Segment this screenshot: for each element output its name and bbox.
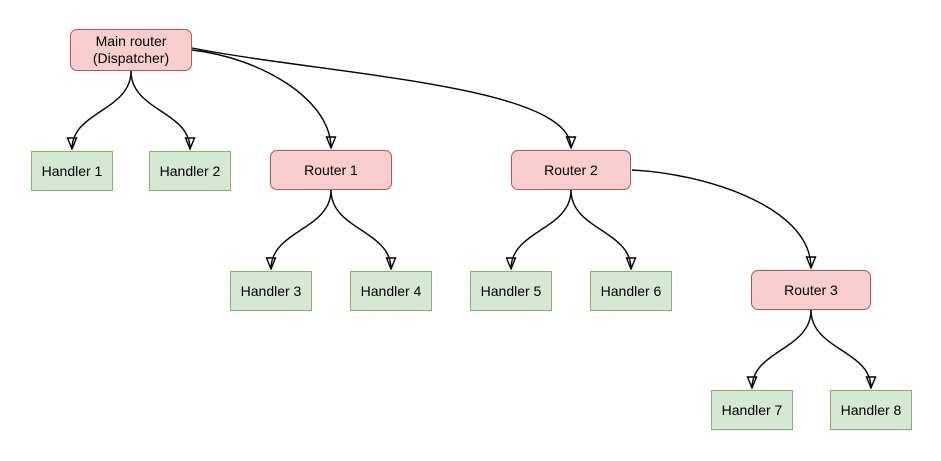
edge-router-1-to-handler-4: [330, 189, 391, 269]
handler-8-label: Handler 8: [840, 401, 902, 418]
handler-1-label: Handler 1: [41, 162, 103, 179]
edge-main-to-handler-1: [72, 70, 132, 149]
edge-router-3-to-handler-7: [752, 309, 812, 388]
edge-router-2-to-handler-6: [570, 189, 631, 269]
router-1-label: Router 1: [304, 161, 358, 178]
edge-main-to-handler-2: [130, 70, 190, 149]
node-main-router: Main router (Dispatcher): [70, 29, 192, 71]
edge-main-to-router-2: [191, 47, 571, 148]
node-handler-7: Handler 7: [711, 390, 793, 430]
handler-2-label: Handler 2: [159, 162, 221, 179]
handler-7-label: Handler 7: [721, 401, 783, 418]
handler-3-label: Handler 3: [240, 282, 302, 299]
edge-main-to-router-1: [191, 49, 331, 148]
edge-router-3-to-handler-8: [810, 309, 871, 388]
node-handler-4: Handler 4: [350, 271, 432, 311]
node-handler-2: Handler 2: [149, 151, 231, 191]
node-handler-1: Handler 1: [31, 151, 113, 191]
node-handler-5: Handler 5: [470, 271, 552, 311]
router-3-label: Router 3: [784, 281, 838, 298]
node-router-3: Router 3: [751, 270, 871, 310]
node-router-1: Router 1: [270, 150, 392, 190]
handler-6-label: Handler 6: [600, 282, 662, 299]
node-handler-6: Handler 6: [590, 271, 672, 311]
main-router-label-line1: Main router: [95, 33, 167, 49]
node-router-2: Router 2: [511, 150, 631, 190]
main-router-label-line2: (Dispatcher): [92, 50, 170, 66]
edge-router-2-to-router-3: [631, 169, 811, 268]
router-2-label: Router 2: [544, 161, 598, 178]
handler-4-label: Handler 4: [360, 282, 422, 299]
node-handler-3: Handler 3: [230, 271, 312, 311]
node-handler-8: Handler 8: [830, 390, 912, 430]
edge-router-1-to-handler-3: [271, 189, 332, 269]
edge-router-2-to-handler-5: [511, 189, 572, 269]
handler-5-label: Handler 5: [480, 282, 542, 299]
